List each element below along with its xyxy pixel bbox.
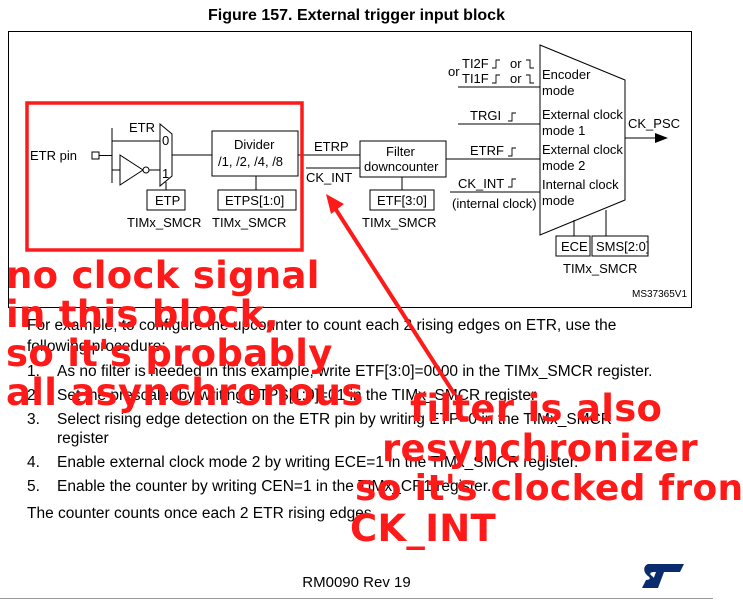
- ece-label: ECE: [561, 239, 588, 254]
- timx-smcr-label-4: TIMx_SMCR: [563, 261, 637, 276]
- intro-line2: following procedure:: [27, 338, 166, 355]
- annotation-left-1: no clock signal: [6, 254, 320, 297]
- figure-title: Figure 157. External trigger input block: [208, 7, 505, 24]
- or-label: or: [448, 64, 460, 79]
- annotation-right-3: so it's clocked fron: [355, 468, 743, 509]
- step-1-num: 1.: [27, 363, 40, 380]
- sms-box: [591, 235, 649, 257]
- step-3-text2: register: [57, 430, 109, 447]
- annotation-right-2: resynchronizer: [382, 427, 698, 470]
- step-5-num: 5.: [27, 478, 40, 495]
- trgi-edge-symbol: [508, 112, 516, 122]
- inverter-triangle: [119, 154, 144, 186]
- step-4: 4. Enable external clock mode 2 by writin…: [27, 452, 578, 473]
- ece-box: [555, 235, 591, 257]
- ext2-line2: mode 2: [542, 158, 585, 173]
- ti2f-label: TI2F: [462, 56, 489, 71]
- step-2-num: 2.: [27, 387, 40, 404]
- divider-line2: /1, /2, /4, /8: [218, 154, 283, 169]
- etr-label: ETR: [129, 120, 155, 135]
- intro-line1: For example, to configure the upcounter …: [27, 317, 617, 334]
- ck-int-label: CK_INT: [458, 176, 504, 191]
- divider-line1: Divider: [234, 137, 275, 152]
- timx-smcr-label-1: TIMx_SMCR: [127, 215, 201, 230]
- step-3-cont: register: [27, 428, 109, 449]
- ref-code: MS37365V1: [632, 289, 687, 300]
- annotation-right-4: CK_INT: [350, 507, 497, 550]
- step-3-text: Select rising edge detection on the ETR …: [57, 411, 612, 428]
- conclusion: The counter counts once each 2 ETR risin…: [27, 505, 376, 522]
- ext1-line1: External clock: [542, 107, 623, 122]
- timx-smcr-label-2: TIMx_SMCR: [212, 215, 286, 230]
- etf-label: ETF[3:0]: [377, 193, 427, 208]
- or3-label: or: [510, 71, 522, 86]
- annotation-left-2: in this block,: [6, 293, 279, 336]
- step-3: 3. Select rising edge detection on the ET…: [27, 409, 612, 430]
- etr-pin-label: ETR pin: [30, 148, 77, 163]
- footer-rule: [0, 598, 713, 599]
- encoder-line2: mode: [542, 83, 575, 98]
- internal-clock-label: (internal clock): [452, 196, 537, 211]
- etrp-label: ETRP: [314, 139, 349, 154]
- edge-symbols-top: [492, 59, 534, 84]
- step-5-text: Enable the counter by writing CEN=1 in t…: [57, 478, 492, 495]
- step-3-num: 3.: [27, 411, 40, 428]
- etrf-label: ETRF: [470, 143, 504, 158]
- ck-psc-arrow: [655, 133, 668, 143]
- trgi-label: TRGI: [470, 108, 501, 123]
- timx-smcr-label-3: TIMx_SMCR: [362, 215, 436, 230]
- annotation-left-3: so it's probably: [6, 332, 333, 375]
- etp-label: ETP: [155, 193, 180, 208]
- ck-int-in-label: CK_INT: [306, 170, 352, 185]
- etr-pin-square: [91, 151, 100, 160]
- step-4-num: 4.: [27, 454, 40, 471]
- inverter-bubble: [142, 166, 150, 174]
- annotation-left-4: all asynchronous: [6, 371, 364, 414]
- footer-rev: RM0090 Rev 19: [302, 574, 411, 591]
- intclk-line2: mode: [542, 193, 575, 208]
- etrf-edge-symbol: [508, 147, 516, 157]
- ext1-line2: mode 1: [542, 123, 585, 138]
- clock-mux-shape: [539, 44, 626, 236]
- sms-label: SMS[2:0]: [596, 239, 649, 254]
- filter-box: [359, 140, 447, 178]
- ti1f-label: TI1F: [462, 71, 489, 86]
- intclk-line1: Internal clock: [542, 177, 619, 192]
- ext2-line1: External clock: [542, 142, 623, 157]
- step-4-text: Enable external clock mode 2 by writing …: [57, 454, 579, 471]
- ck-psc-label: CK_PSC: [628, 116, 680, 131]
- filter-line2: downcounter: [364, 159, 439, 174]
- mux-1-label: 1: [162, 166, 169, 181]
- encoder-line1: Encoder: [542, 67, 591, 82]
- etps-label: ETPS[1:0]: [225, 193, 284, 208]
- step-5: 5. Enable the counter by writing CEN=1 in…: [27, 476, 491, 497]
- filter-line1: Filter: [386, 144, 416, 159]
- ck-int-edge-symbol: [508, 178, 516, 188]
- annotation-right-1: filter is also: [410, 387, 663, 430]
- or2-label: or: [510, 56, 522, 71]
- st-logo-icon: [642, 564, 684, 588]
- mux-0-label: 0: [162, 133, 169, 148]
